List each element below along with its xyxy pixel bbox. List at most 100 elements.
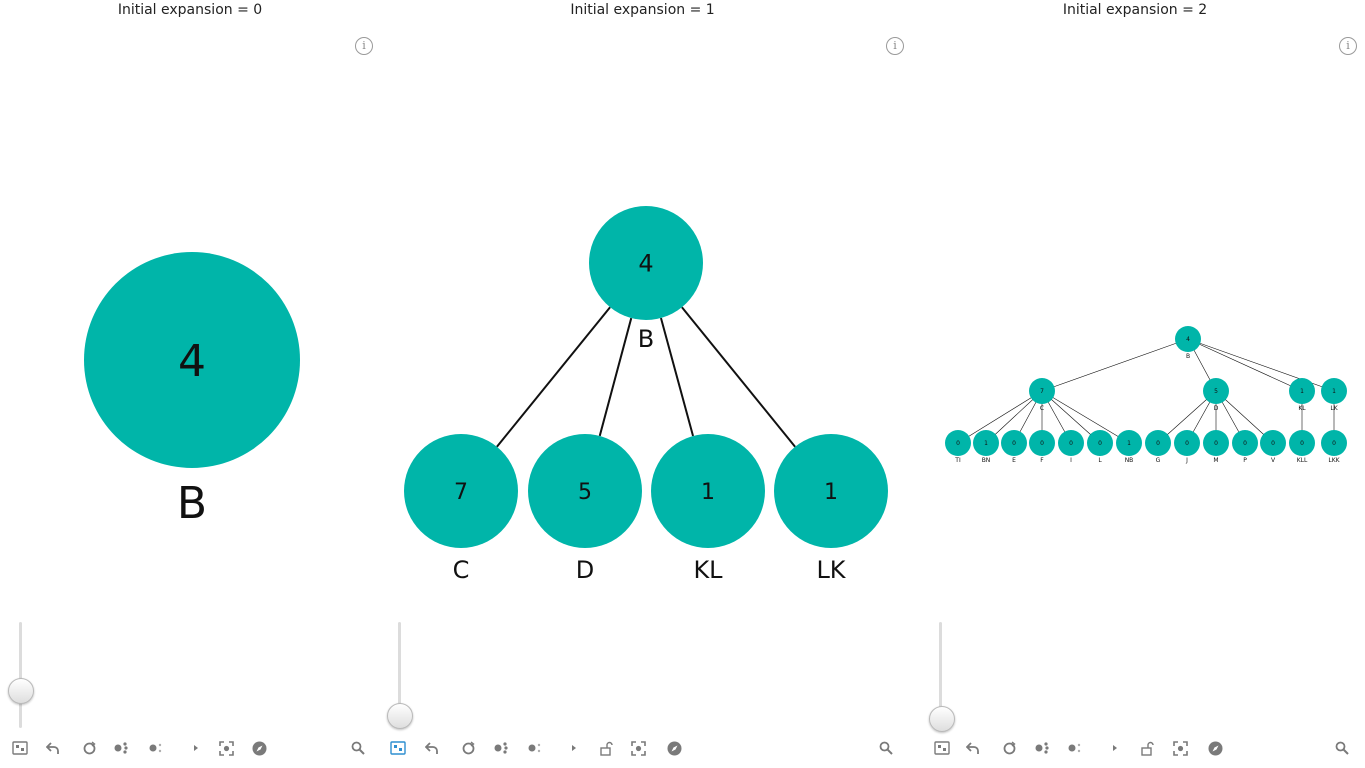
- graph-node[interactable]: 4B: [84, 252, 300, 529]
- node-label: M: [1213, 457, 1218, 464]
- node-circle[interactable]: [1289, 430, 1315, 456]
- undo-icon[interactable]: [42, 738, 64, 758]
- search-icon[interactable]: [1331, 738, 1353, 758]
- graph-node[interactable]: 7C: [1029, 378, 1055, 412]
- graph-node[interactable]: 0TI: [945, 430, 971, 464]
- fit-view-icon[interactable]: [9, 738, 31, 758]
- node-circle[interactable]: [1175, 326, 1201, 352]
- graph-node[interactable]: 4B: [589, 206, 703, 353]
- expand-icon[interactable]: [490, 738, 512, 758]
- fit-view-icon[interactable]: [387, 738, 409, 758]
- graph-node[interactable]: 1NB: [1116, 430, 1142, 464]
- graph-node[interactable]: 0P: [1232, 430, 1258, 464]
- zoom-slider-handle[interactable]: [8, 678, 34, 704]
- node-circle[interactable]: [1232, 430, 1258, 456]
- node-circle[interactable]: [1116, 430, 1142, 456]
- node-circle[interactable]: [589, 206, 703, 320]
- unlock-icon[interactable]: [595, 738, 617, 758]
- screenshot-icon[interactable]: [1169, 738, 1191, 758]
- graph-node[interactable]: 0F: [1029, 430, 1055, 464]
- screenshot-icon[interactable]: [215, 738, 237, 758]
- zoom-slider-handle[interactable]: [929, 706, 955, 732]
- info-circle-icon[interactable]: i: [886, 37, 904, 55]
- graph-node[interactable]: 1LK: [774, 434, 888, 584]
- play-icon[interactable]: [185, 738, 207, 758]
- node-count: 7: [454, 480, 468, 505]
- node-label: BN: [982, 457, 991, 464]
- collapse-icon[interactable]: [145, 738, 167, 758]
- collapse-icon[interactable]: [524, 738, 546, 758]
- node-circle[interactable]: [1203, 378, 1229, 404]
- graph-node[interactable]: 0L: [1087, 430, 1113, 464]
- node-count: 0: [1156, 440, 1160, 447]
- info-circle-icon[interactable]: i: [355, 37, 373, 55]
- zoom-slider-track[interactable]: [398, 622, 401, 712]
- node-circle[interactable]: [1029, 378, 1055, 404]
- node-circle[interactable]: [1029, 430, 1055, 456]
- zoom-slider-track[interactable]: [19, 622, 22, 728]
- node-count: 0: [1332, 440, 1336, 447]
- graph-canvas-0[interactable]: 4B: [0, 0, 380, 620]
- node-circle[interactable]: [1145, 430, 1171, 456]
- graph-node[interactable]: 1BN: [973, 430, 999, 464]
- graph-node[interactable]: 1LK: [1321, 378, 1347, 412]
- node-circle[interactable]: [528, 434, 642, 548]
- compass-icon[interactable]: [663, 738, 685, 758]
- screenshot-icon[interactable]: [627, 738, 649, 758]
- node-circle[interactable]: [1260, 430, 1286, 456]
- node-circle[interactable]: [1289, 378, 1315, 404]
- graph-node[interactable]: 0I: [1058, 430, 1084, 464]
- graph-node[interactable]: 0G: [1145, 430, 1171, 464]
- graph-node[interactable]: 7C: [404, 434, 518, 584]
- node-circle[interactable]: [84, 252, 300, 468]
- node-circle[interactable]: [973, 430, 999, 456]
- node-circle[interactable]: [1321, 430, 1347, 456]
- node-circle[interactable]: [1321, 378, 1347, 404]
- undo-icon[interactable]: [421, 738, 443, 758]
- expand-icon[interactable]: [110, 738, 132, 758]
- node-circle[interactable]: [404, 434, 518, 548]
- play-icon[interactable]: [563, 738, 585, 758]
- node-circle[interactable]: [1001, 430, 1027, 456]
- search-icon[interactable]: [875, 738, 897, 758]
- compass-icon[interactable]: [1204, 738, 1226, 758]
- node-label: B: [1186, 353, 1190, 360]
- node-label: D: [1214, 405, 1219, 412]
- node-circle[interactable]: [774, 434, 888, 548]
- refresh-icon[interactable]: [998, 738, 1020, 758]
- node-circle[interactable]: [651, 434, 765, 548]
- graph-node[interactable]: 1KL: [1289, 378, 1315, 412]
- zoom-slider-track[interactable]: [939, 622, 942, 712]
- play-icon[interactable]: [1104, 738, 1126, 758]
- graph-node[interactable]: 0E: [1001, 430, 1027, 464]
- graph-node[interactable]: 5D: [528, 434, 642, 584]
- graph-node[interactable]: 4B: [1175, 326, 1201, 360]
- node-circle[interactable]: [1087, 430, 1113, 456]
- node-count: 0: [956, 440, 960, 447]
- refresh-icon[interactable]: [457, 738, 479, 758]
- graph-node[interactable]: 0V: [1260, 430, 1286, 464]
- zoom-slider-handle[interactable]: [387, 703, 413, 729]
- node-circle[interactable]: [1203, 430, 1229, 456]
- collapse-icon[interactable]: [1064, 738, 1086, 758]
- graph-node[interactable]: 0M: [1203, 430, 1229, 464]
- node-circle[interactable]: [1174, 430, 1200, 456]
- compass-icon[interactable]: [248, 738, 270, 758]
- node-circle[interactable]: [1058, 430, 1084, 456]
- undo-icon[interactable]: [962, 738, 984, 758]
- expand-icon[interactable]: [1031, 738, 1053, 758]
- graph-node[interactable]: 0J: [1174, 430, 1200, 464]
- info-circle-icon[interactable]: i: [1339, 37, 1357, 55]
- unlock-icon[interactable]: [1136, 738, 1158, 758]
- graph-canvas-2[interactable]: 4B7C5D1KL1LK0TI1BN0E0F0I0L1NB0G0J0M0P0V0…: [905, 0, 1365, 620]
- fit-view-icon[interactable]: [931, 738, 953, 758]
- graph-node[interactable]: 1KL: [651, 434, 765, 584]
- refresh-icon[interactable]: [78, 738, 100, 758]
- graph-node[interactable]: 5D: [1203, 378, 1229, 412]
- node-circle[interactable]: [945, 430, 971, 456]
- panel-title: Initial expansion = 0: [117, 2, 263, 18]
- search-icon[interactable]: [347, 738, 369, 758]
